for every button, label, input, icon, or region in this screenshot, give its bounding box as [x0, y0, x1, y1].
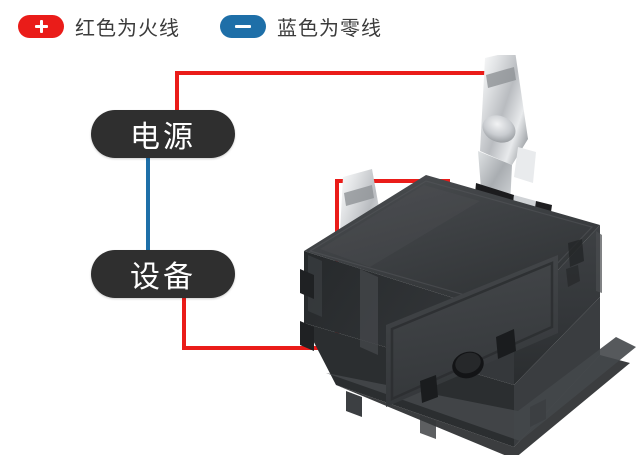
node-power-label: 电源	[130, 121, 196, 154]
switch-front-panel	[386, 255, 558, 407]
panel-slot-2	[496, 329, 516, 359]
switch-front-face	[514, 225, 600, 385]
rocker-switch-image	[300, 55, 643, 455]
node-power[interactable]: 电源	[91, 110, 235, 158]
terminal-right-group	[474, 55, 552, 225]
minus-icon	[220, 15, 266, 38]
wire-live-mid-horizontal	[335, 179, 450, 183]
node-device-label: 设备	[130, 261, 196, 294]
wire-live-power-vertical	[175, 71, 179, 116]
wire-live-top-horizontal	[175, 71, 489, 75]
plus-icon	[18, 15, 64, 38]
legend-label-live: 红色为火线	[75, 18, 180, 40]
wire-neutral-vertical	[146, 156, 150, 254]
node-device[interactable]: 设备	[91, 250, 235, 298]
wire-live-bottom-horizontal	[182, 346, 339, 350]
legend-entry-neutral: 蓝色为零线	[220, 12, 382, 41]
wire-live-device-vertical	[182, 294, 186, 350]
legend: 红色为火线 蓝色为零线	[18, 12, 382, 41]
legend-label-neutral: 蓝色为零线	[277, 18, 382, 40]
wire-live-riser-vertical	[335, 179, 339, 350]
switch-top-face	[304, 175, 600, 317]
legend-entry-live: 红色为火线	[18, 12, 180, 41]
panel-slot-1	[420, 375, 438, 403]
panel-boss	[452, 351, 484, 379]
terminal-left-group	[332, 169, 410, 343]
